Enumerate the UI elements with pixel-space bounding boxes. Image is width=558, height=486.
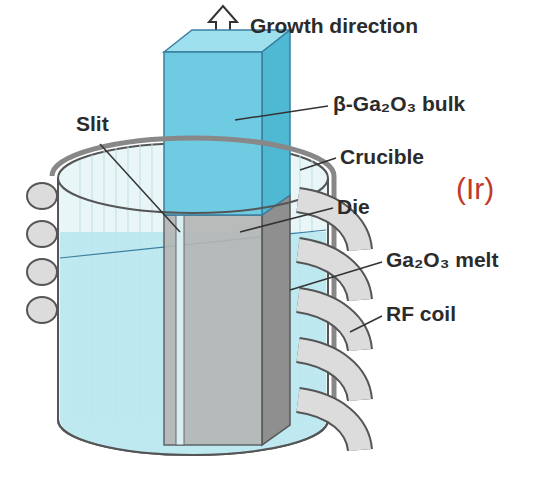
- die-front: [164, 215, 262, 445]
- crucible-wall: [52, 138, 334, 420]
- direction-label: Growth direction: [250, 14, 418, 37]
- bulk-front: [164, 52, 262, 215]
- rf-coil-back: [27, 183, 57, 323]
- leader-lines: [100, 106, 382, 332]
- bulk-side: [262, 30, 290, 215]
- material-note: (Ir): [456, 172, 494, 205]
- rf-coil-front: [298, 200, 360, 450]
- part-label: Crucible: [340, 145, 424, 168]
- crucible-rim: [58, 178, 328, 213]
- die-side: [262, 195, 290, 445]
- part-label: β-Ga₂O₃ bulk: [333, 92, 465, 115]
- part-label: Die: [337, 195, 370, 218]
- part-label: Ga₂O₃ melt: [386, 248, 498, 271]
- part-label: Slit: [76, 112, 109, 135]
- part-label: RF coil: [386, 302, 456, 325]
- slit: [176, 215, 184, 445]
